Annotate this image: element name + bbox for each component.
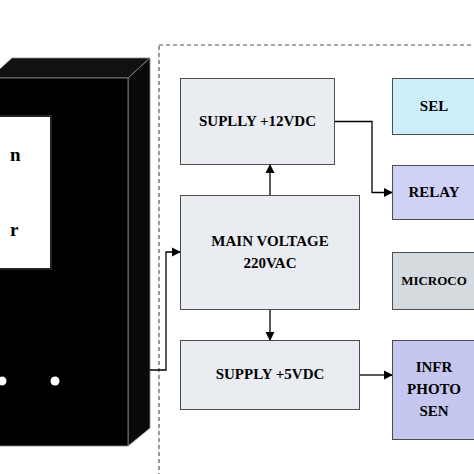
module-box: RELAY bbox=[392, 165, 474, 220]
arrow-connector bbox=[269, 310, 270, 340]
display-screen: nr bbox=[0, 115, 52, 270]
box-label: RELAY bbox=[408, 182, 459, 204]
box-label: MAIN VOLTAGE 220VAC bbox=[187, 231, 353, 275]
enclosure-front bbox=[0, 78, 128, 446]
supply-box: SUPLLY +12VDC bbox=[180, 78, 335, 165]
box-label: SEL bbox=[420, 96, 448, 118]
arrow-connector bbox=[335, 122, 392, 193]
screen-text: r bbox=[10, 216, 18, 244]
module-box: SEL bbox=[392, 78, 474, 135]
supply-box: SUPPLY +5VDC bbox=[180, 340, 360, 410]
main-voltage-box: MAIN VOLTAGE 220VAC bbox=[180, 195, 360, 310]
indicator-dot bbox=[0, 377, 7, 386]
sensor-box: INFR PHOTO SEN bbox=[392, 340, 474, 440]
enclosure-top bbox=[0, 58, 150, 78]
arrow-connector bbox=[269, 165, 270, 195]
arrow-connector bbox=[150, 252, 180, 370]
arrow-connector bbox=[360, 374, 392, 375]
module-box: MICROCO bbox=[392, 252, 474, 310]
box-label: SUPPLY +5VDC bbox=[216, 364, 325, 386]
box-label: INFR PHOTO SEN bbox=[399, 357, 469, 422]
indicator-dot bbox=[51, 377, 60, 386]
enclosure: nr bbox=[0, 60, 150, 446]
box-label: SUPLLY +12VDC bbox=[199, 111, 316, 133]
box-label: MICROCO bbox=[401, 272, 467, 291]
enclosure-side bbox=[128, 58, 150, 446]
dashed-boundary bbox=[159, 45, 474, 474]
screen-text: n bbox=[10, 141, 21, 169]
